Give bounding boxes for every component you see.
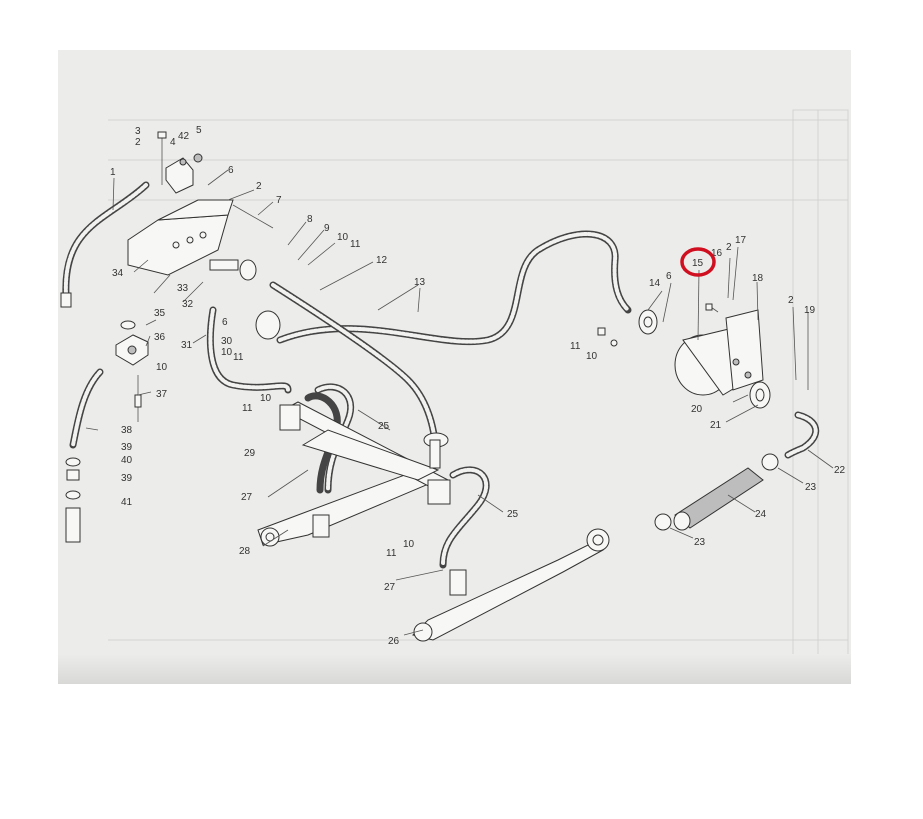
fitting-36 <box>115 334 149 366</box>
callout-25: 25 <box>378 421 390 432</box>
callout-19: 19 <box>804 305 816 316</box>
callout-11: 11 <box>242 403 253 414</box>
callout-5: 5 <box>196 125 202 136</box>
callout-25: 25 <box>507 509 519 520</box>
hose-25-lower <box>439 466 490 569</box>
callout-42: 42 <box>178 131 190 142</box>
callout-39: 39 <box>121 473 133 484</box>
callout-40: 40 <box>121 455 133 466</box>
callout-11: 11 <box>350 239 361 250</box>
callout-11: 11 <box>233 352 244 363</box>
hose-31 <box>206 306 292 394</box>
callout-10: 10 <box>156 362 168 373</box>
pump-housing-20 <box>674 309 764 396</box>
callout-8: 8 <box>307 214 313 225</box>
highlight-circle-part-15 <box>680 247 716 277</box>
callout-27: 27 <box>384 582 396 593</box>
callout-29: 29 <box>244 448 256 459</box>
callout-6: 6 <box>666 271 672 282</box>
scan-edge-shade <box>58 654 851 684</box>
callout-3: 3 <box>135 126 141 137</box>
callout-10: 10 <box>337 232 349 243</box>
callout-labels: 1 2 3 4 42 5 6 2 7 8 9 10 11 12 34 33 32… <box>110 125 846 647</box>
bolt-3 <box>157 131 167 185</box>
cylinder-26 <box>412 528 610 642</box>
callout-2: 2 <box>788 295 794 306</box>
rod-7 <box>232 204 274 229</box>
callout-2: 2 <box>135 137 141 148</box>
callout-36: 36 <box>154 332 166 343</box>
flange-21 <box>749 381 771 409</box>
callout-10: 10 <box>586 351 598 362</box>
seal-35 <box>120 320 136 330</box>
callout-14: 14 <box>649 278 661 289</box>
callout-41: 41 <box>121 497 133 508</box>
callout-10: 10 <box>403 539 415 550</box>
fitting-8-9 <box>209 259 281 340</box>
callout-4: 4 <box>170 137 176 148</box>
callout-24: 24 <box>755 509 767 520</box>
screw-16 <box>705 303 719 313</box>
callout-2: 2 <box>726 242 732 253</box>
callout-17: 17 <box>735 235 747 246</box>
callout-7: 7 <box>276 195 282 206</box>
callout-38: 38 <box>121 425 133 436</box>
hose-12 <box>269 281 440 464</box>
hose-38 <box>69 368 104 449</box>
parts-diagram-sheet: 1 2 3 4 42 5 6 2 7 8 9 10 11 12 34 33 32… <box>58 50 851 684</box>
sleeve-24 <box>673 467 764 531</box>
callout-9: 9 <box>324 223 330 234</box>
hose-13 <box>276 230 632 346</box>
callout-30: 30 <box>221 336 233 347</box>
callout-37: 37 <box>156 389 168 400</box>
hose-clip-23 <box>654 453 779 531</box>
callout-31: 31 <box>181 340 193 351</box>
callout-11: 11 <box>386 548 397 559</box>
valve-block-34 <box>127 199 234 276</box>
distribution-tube-27 <box>279 401 451 505</box>
callout-26: 26 <box>388 636 400 647</box>
fitting-stack-39-41 <box>65 457 81 543</box>
callout-13: 13 <box>414 277 426 288</box>
callout-23: 23 <box>805 482 817 493</box>
callout-28: 28 <box>239 546 251 557</box>
callout-22: 22 <box>834 465 846 476</box>
callout-39: 39 <box>121 442 133 453</box>
callout-12: 12 <box>376 255 388 266</box>
callout-34: 34 <box>112 268 124 279</box>
valve-cap-6 <box>165 153 203 194</box>
callout-35: 35 <box>154 308 166 319</box>
exploded-hydraulic-diagram: 1 2 3 4 42 5 6 2 7 8 9 10 11 12 34 33 32… <box>60 109 849 656</box>
bolt-37 <box>134 375 142 422</box>
callout-33: 33 <box>177 283 189 294</box>
callout-16: 16 <box>711 248 723 259</box>
callout-10: 10 <box>221 347 233 358</box>
callout-10: 10 <box>260 393 272 404</box>
callout-18: 18 <box>752 273 764 284</box>
callout-6: 6 <box>222 317 228 328</box>
flange-14 <box>638 309 658 335</box>
callout-1: 1 <box>110 167 116 178</box>
callout-20: 20 <box>691 404 703 415</box>
callout-15: 15 <box>692 258 704 269</box>
leader-lines <box>85 169 834 636</box>
callout-27: 27 <box>241 492 253 503</box>
callout-2: 2 <box>256 181 262 192</box>
callout-32: 32 <box>182 299 194 310</box>
callout-23: 23 <box>694 537 706 548</box>
callout-21: 21 <box>710 420 722 431</box>
hose-1 <box>60 181 150 308</box>
screw-11 <box>597 327 618 347</box>
callout-6: 6 <box>228 165 234 176</box>
callout-11: 11 <box>570 341 581 352</box>
elbow-22 <box>784 411 819 459</box>
cylinder-28 <box>257 469 440 547</box>
